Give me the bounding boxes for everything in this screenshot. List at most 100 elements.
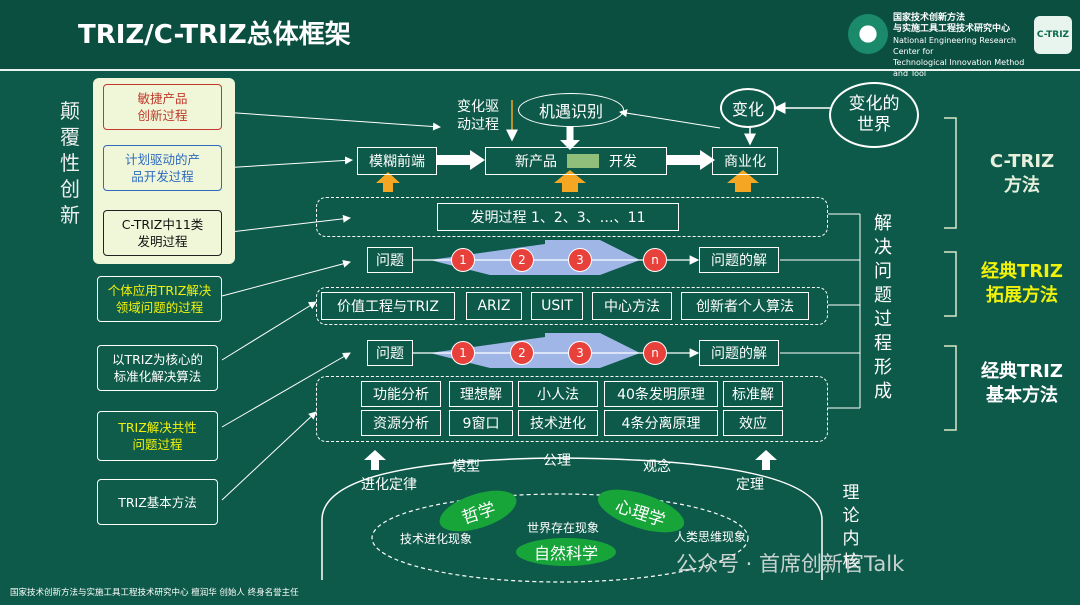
opportunity-ellipse: 机遇识别 — [518, 93, 624, 127]
box-line: 以TRIZ为核心的 — [111, 352, 204, 367]
dev-block — [567, 154, 599, 168]
vchar: 问 — [874, 261, 892, 282]
box-line: 标准化解决算法 — [113, 369, 202, 384]
agile-process-box: 敏捷产品 创新过程 — [103, 84, 222, 130]
theory-core-label: 理 论 内 核 — [840, 482, 862, 574]
vchar: 覆 — [60, 125, 80, 149]
method-ariz: ARIZ — [466, 292, 522, 320]
new-product-label: 新产品 — [515, 154, 557, 170]
step-circle: n — [643, 341, 667, 365]
vchar: 性 — [60, 151, 80, 175]
page-title: TRIZ/C-TRIZ总体框架 — [78, 20, 351, 50]
basic-method: 资源分析 — [361, 410, 441, 436]
box-line: 发明过程 — [137, 234, 188, 249]
org-line: 国家技术创新方法 — [893, 13, 966, 23]
org-logo — [848, 14, 888, 54]
common-problem-box: TRIZ解决共性 问题过程 — [97, 411, 218, 461]
basic-method: 小人法 — [518, 381, 598, 407]
foundation-label: 定理 — [736, 477, 764, 493]
commercialize-box: 商业化 — [712, 147, 778, 175]
foundation-label: 公理 — [543, 453, 571, 469]
cloud-line: 世界 — [857, 115, 891, 135]
step-circle: n — [643, 248, 667, 272]
step-circle: 3 — [568, 341, 592, 365]
ctriz-11-box: C-TRIZ中11类 发明过程 — [103, 210, 222, 256]
basic-method: 理想解 — [449, 381, 513, 407]
method-central: 中心方法 — [592, 292, 672, 320]
foundation-label: 观念 — [643, 459, 671, 475]
vchar: 程 — [874, 333, 892, 354]
label-line: 方法 — [1004, 175, 1040, 196]
basic-method: 技术进化 — [518, 410, 598, 436]
triz-basic-box: TRIZ基本方法 — [97, 479, 218, 525]
basic-methods-frame — [316, 376, 828, 442]
box-line: TRIZ解决共性 — [118, 420, 197, 435]
vchar: 决 — [874, 237, 892, 258]
basic-method: 标准解 — [723, 381, 783, 407]
label-line: 基本方法 — [986, 385, 1058, 406]
box-line: 计划驱动的产 — [124, 152, 200, 167]
solution-box-2: 问题的解 — [699, 340, 779, 366]
step-circle: 2 — [510, 248, 534, 272]
step-circle: 2 — [510, 341, 534, 365]
watermark: 公众号 · 首席创新官Talk — [676, 552, 905, 576]
vchar: 题 — [874, 285, 892, 306]
label-line: 经典TRIZ — [981, 261, 1063, 282]
basic-method: 4条分离原理 — [604, 410, 718, 436]
classic-ext-label: 经典TRIZ 拓展方法 — [972, 260, 1072, 308]
header-divider — [0, 69, 1080, 71]
org-line: 与实施工具工程技术研究中心 — [893, 24, 1011, 34]
ctriz-method-label: C-TRIZ 方法 — [972, 150, 1072, 198]
phenomenon-label: 技术进化现象 — [400, 532, 473, 546]
step-circle: 1 — [451, 248, 475, 272]
vchar: 形 — [874, 357, 892, 378]
invention-process-box: 发明过程 1、2、3、…、11 — [437, 203, 679, 231]
cloud-line: 变化的 — [848, 94, 900, 114]
step-circle: 1 — [451, 341, 475, 365]
natural-science-ellipse: 自然科学 — [516, 538, 616, 566]
vchar: 内 — [842, 529, 860, 549]
classic-basic-label: 经典TRIZ 基本方法 — [972, 360, 1072, 408]
label-line: C-TRIZ — [989, 151, 1055, 172]
invention-frame — [316, 197, 828, 237]
box-line: C-TRIZ中11类 — [121, 217, 204, 232]
individual-triz-box: 个体应用TRIZ解决 领域问题的过程 — [97, 276, 222, 322]
header-bar: TRIZ/C-TRIZ总体框架 国家技术创新方法 与实施工具工程技术研究中心 N… — [0, 0, 1080, 78]
new-product-dev-box: 新产品 开发 — [485, 147, 667, 175]
solve-process-label: 解 决 问 题 过 程 形 成 — [872, 212, 894, 404]
box-line: 问题过程 — [132, 437, 183, 452]
changing-world-cloud: 变化的 世界 — [829, 82, 919, 148]
basic-method: 效应 — [723, 410, 783, 436]
method-personal: 创新者个人算法 — [681, 292, 809, 320]
disruptive-innovation-label: 颠 覆 性 创 新 — [58, 98, 82, 228]
vchar: 核 — [842, 552, 860, 572]
phenomenon-label: 世界存在现象 — [527, 521, 600, 535]
vchar: 过 — [874, 309, 892, 330]
solution-box-1: 问题的解 — [699, 247, 779, 273]
box-line: 品开发过程 — [131, 169, 194, 184]
org-line: National Engineering Research Center for — [893, 36, 1017, 56]
phenomenon-label: 人类思维现象 — [674, 530, 747, 544]
step-circle: 3 — [568, 248, 592, 272]
fuzzy-front-box: 模糊前端 — [357, 147, 437, 175]
vchar: 成 — [874, 381, 892, 402]
vchar: 论 — [842, 506, 860, 526]
box-line: TRIZ基本方法 — [118, 494, 197, 510]
vchar: 创 — [60, 177, 80, 201]
box-line: 个体应用TRIZ解决 — [107, 283, 212, 298]
ext-methods-frame — [316, 287, 828, 325]
problem-box-1: 问题 — [367, 247, 413, 273]
footer-credit: 国家技术创新方法与实施工具工程技术研究中心 檀润华 创始人 终身名誉主任 — [10, 588, 299, 598]
box-line: 领域问题的过程 — [115, 300, 204, 315]
label-line: 经典TRIZ — [981, 361, 1063, 382]
change-driven-label: 变化驱动过程 — [457, 99, 499, 133]
foundation-label: 模型 — [452, 459, 480, 475]
basic-method: 40条发明原理 — [604, 381, 718, 407]
foundation-label: 进化定律 — [361, 477, 417, 493]
box-line: 敏捷产品 — [137, 91, 188, 106]
vchar: 颠 — [60, 99, 80, 123]
box-line: 创新过程 — [137, 108, 188, 123]
basic-method: 9窗口 — [449, 410, 513, 436]
org-name: 国家技术创新方法 与实施工具工程技术研究中心 National Engineer… — [893, 13, 1033, 79]
standard-algorithm-box: 以TRIZ为核心的 标准化解决算法 — [97, 345, 218, 391]
